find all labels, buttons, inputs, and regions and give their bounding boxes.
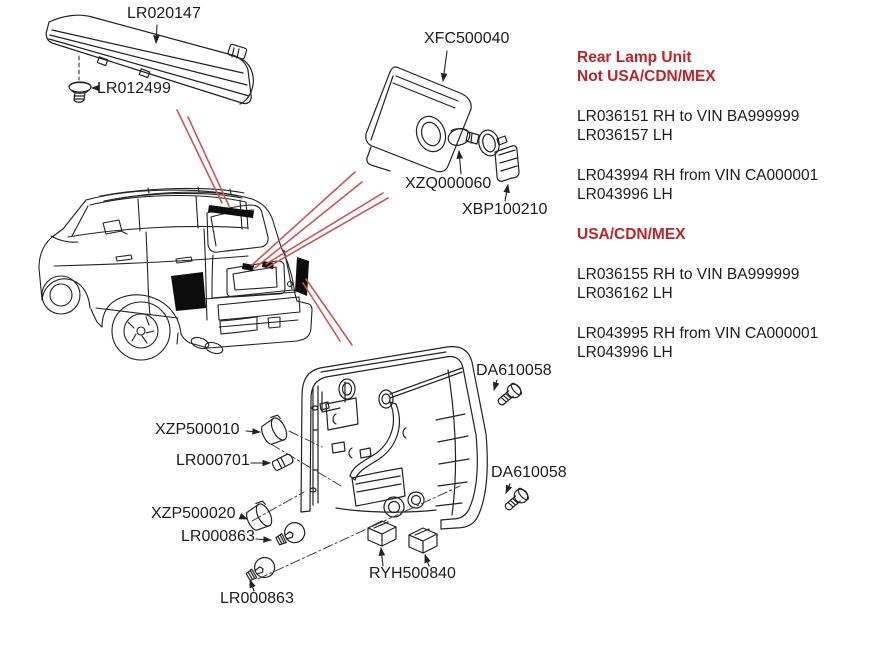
- callout-screw-upper: DA610058: [476, 362, 552, 379]
- spoiler-brake-light: [208, 205, 254, 218]
- notes-group-1: LR036151 RH to VIN BA999999 LR036157 LH: [577, 107, 862, 145]
- callout-holder-upper: XZP500010: [155, 421, 240, 438]
- callout-stop-lamp-screw: LR012499: [97, 80, 171, 97]
- tailgate-lamp-right: [262, 261, 274, 269]
- part-line: LR036155 RH to VIN BA999999: [577, 266, 800, 283]
- notes-heading-line1: Rear Lamp Unit: [577, 49, 692, 66]
- callout-bulb-small: LR000701: [176, 452, 250, 469]
- notes-group-3: LR036155 RH to VIN BA999999 LR036162 LH: [577, 265, 862, 303]
- housing-bulb-drawing: [447, 128, 480, 146]
- holder-pair-drawing: [367, 520, 438, 554]
- red-locator-lines: [176, 109, 389, 346]
- bulb-bottom-drawing: [245, 556, 276, 582]
- screw-lower-drawing: [504, 487, 529, 511]
- part-line: LR043994 RH from VIN CA000001: [577, 167, 819, 184]
- exploded-lamp-drawing: [300, 345, 488, 530]
- tail-lamp-left: [171, 272, 206, 311]
- stop-lamp-connector: [227, 43, 248, 60]
- holder-mid-drawing: [246, 500, 273, 531]
- callout-bulb-mid: LR000863: [181, 528, 255, 545]
- notes-group-4: LR043995 RH from VIN CA000001 LR043996 L…: [577, 324, 862, 362]
- callout-lamp-housing: XFC500040: [424, 30, 510, 47]
- notes-group-2: LR043994 RH from VIN CA000001 LR043996 L…: [577, 166, 862, 204]
- bulb-small-drawing: [271, 453, 294, 472]
- notes-panel: Rear Lamp Unit Not USA/CDN/MEX LR036151 …: [577, 48, 862, 362]
- lamp-housing-drawing: [365, 66, 472, 173]
- screw-upper-drawing: [497, 382, 522, 406]
- callout-holder-mid: XZP500020: [151, 505, 236, 522]
- holder-upper-drawing: [261, 414, 288, 445]
- callout-housing-bulb: XZQ000060: [405, 175, 492, 192]
- callout-leader-lines: [90, 24, 513, 592]
- housing-socket-drawing: [478, 129, 520, 182]
- callout-screw-lower: DA610058: [491, 464, 567, 481]
- part-line: LR036151 RH to VIN BA999999: [577, 108, 800, 125]
- callout-bulb-bottom: LR000863: [220, 590, 294, 607]
- stop-lamp-screw-drawing: [68, 55, 92, 103]
- notes-heading-line2: Not USA/CDN/MEX: [577, 68, 716, 85]
- part-line: LR043996 LH: [577, 344, 673, 361]
- stop-lamp-drawing: [45, 14, 254, 105]
- car-drawing: [38, 186, 313, 361]
- tailgate-lamp-left: [242, 263, 254, 271]
- part-line: LR043996 LH: [577, 186, 673, 203]
- notes-heading-2: USA/CDN/MEX: [577, 226, 686, 243]
- assembly-axis-lines: [251, 430, 461, 580]
- part-line: LR043995 RH from VIN CA000001: [577, 325, 819, 342]
- part-line: LR036157 LH: [577, 127, 673, 144]
- callout-holder-pair: RYH500840: [369, 565, 456, 582]
- callout-stop-lamp: LR020147: [127, 5, 201, 22]
- part-line: LR036162 LH: [577, 285, 673, 302]
- callout-housing-socket: XBP100210: [462, 201, 548, 218]
- bulb-mid-drawing: [275, 522, 306, 546]
